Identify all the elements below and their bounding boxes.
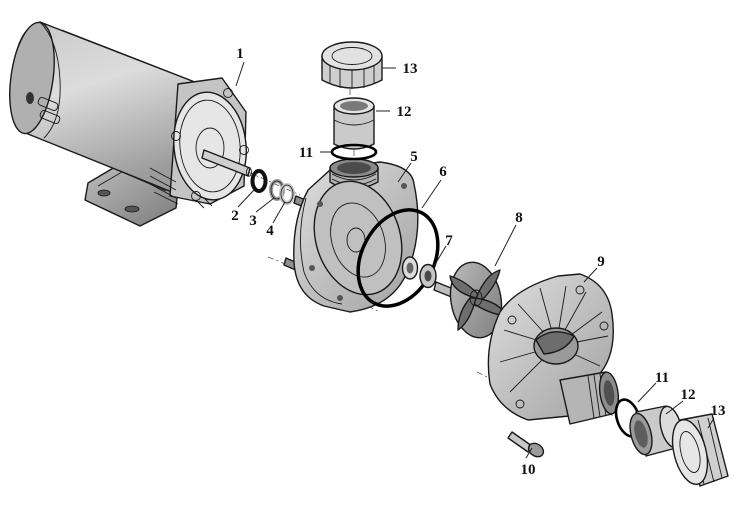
label-seal-ring-b: 4: [266, 223, 274, 239]
label-screw: 10: [521, 462, 536, 478]
label-shaft-seal: 7: [445, 233, 453, 249]
part-labels: 1 2 3 4 5 6 7 8 9 10 11 12 13 11 12 13: [231, 46, 725, 478]
label-seal-plate: 5: [410, 149, 418, 165]
union-nut-side: [671, 413, 729, 487]
label-o-ring-side: 11: [655, 370, 669, 386]
label-volute-o-ring: 6: [439, 164, 447, 180]
seal-seat: [250, 169, 268, 193]
label-union-nut-top: 13: [403, 61, 418, 77]
label-union-tail-side: 12: [681, 387, 696, 403]
impeller: [433, 261, 507, 339]
seal-ring-b: [279, 183, 295, 205]
label-volute: 9: [597, 254, 605, 270]
label-seal-ring-a: 3: [249, 213, 257, 229]
label-o-ring-top: 11: [299, 145, 313, 161]
screw: [507, 431, 545, 458]
seal-plate: [283, 158, 419, 313]
label-union-nut-side: 13: [711, 403, 726, 419]
volute: [487, 273, 620, 425]
union-tail-top: [333, 97, 375, 150]
leader-lines: [235, 61, 715, 459]
union-nut-top: [321, 41, 383, 89]
motor: [9, 21, 252, 227]
label-seal-seat: 2: [231, 208, 239, 224]
label-motor: 1: [236, 46, 244, 62]
label-impeller: 8: [515, 210, 523, 226]
shaft-seal: [401, 256, 437, 289]
label-union-tail-top: 12: [397, 104, 412, 120]
